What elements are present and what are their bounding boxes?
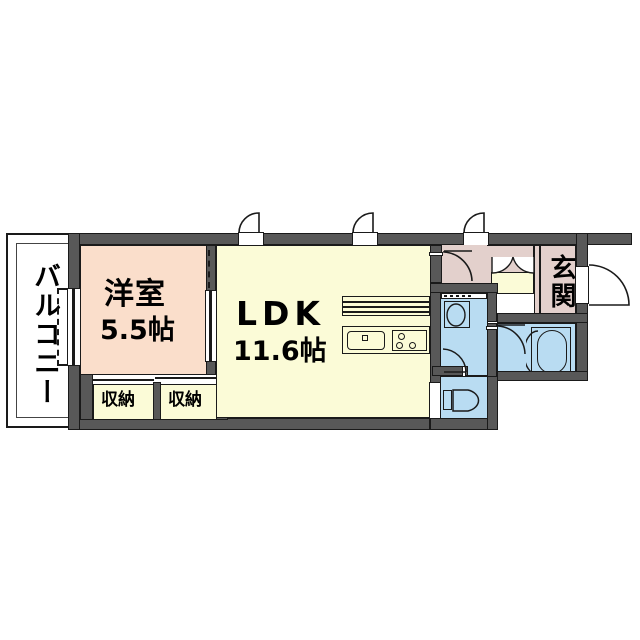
room-closet-left bbox=[93, 382, 156, 420]
wall-washroom-toilet bbox=[432, 366, 468, 376]
ldk-window-2[interactable] bbox=[352, 232, 378, 246]
bedroom-ldk-sliding-leaf bbox=[209, 290, 212, 362]
toilet-tank bbox=[443, 390, 452, 410]
room-bedroom bbox=[80, 245, 210, 380]
washroom-door-swing-icon bbox=[442, 348, 467, 373]
entry-door-swing-icon bbox=[588, 264, 630, 306]
wall-entrance-bath bbox=[487, 292, 497, 322]
bathroom-door[interactable] bbox=[486, 326, 498, 330]
wall-corridor-bath-top bbox=[430, 283, 498, 293]
vanity-counter-dashes bbox=[444, 295, 474, 297]
entrance-left-divider bbox=[539, 245, 541, 323]
wall-washroom-bath bbox=[487, 323, 497, 381]
corridor-window[interactable] bbox=[463, 232, 489, 246]
wall-right-wet-area bbox=[487, 376, 498, 430]
corridor-window-swing-icon bbox=[463, 212, 485, 234]
bedroom-size-label: 5.5帖 bbox=[100, 315, 175, 346]
kitchen-faucet-icon bbox=[362, 335, 368, 341]
shoe-cabinet-door-arcs-icon bbox=[491, 256, 535, 274]
entry-door[interactable] bbox=[575, 266, 589, 304]
wall-closet-divider bbox=[153, 382, 161, 420]
closet-door-divider-2 bbox=[155, 377, 223, 379]
kitchen-counter-line-2 bbox=[342, 306, 430, 308]
stove-burner-3 bbox=[409, 342, 416, 349]
ldk-size-label: 11.6帖 bbox=[233, 336, 327, 367]
wall-right bbox=[576, 233, 588, 381]
balcony-sliding-leaf bbox=[72, 288, 75, 366]
stove-burner-2 bbox=[396, 342, 403, 349]
bedroom-label: 洋室 bbox=[104, 277, 166, 312]
ldk-corridor-door-swing-icon bbox=[443, 250, 473, 282]
kitchen-counter-line-1 bbox=[342, 301, 430, 303]
vanity-basin-bowl-icon bbox=[446, 303, 466, 327]
ldk-label: LDK bbox=[236, 294, 325, 333]
balcony-label: バルコニー bbox=[29, 262, 60, 407]
balcony-door-swing-dashes bbox=[57, 288, 67, 366]
closet-left-label: 収納 bbox=[101, 390, 135, 410]
toilet-bowl-icon bbox=[452, 389, 480, 412]
wall-top bbox=[68, 233, 632, 245]
bedroom-door-rail-dashes bbox=[208, 250, 210, 288]
wall-ldk-corridor bbox=[430, 245, 442, 283]
stove-burner-1 bbox=[398, 333, 405, 340]
bathtub-inner-bowl bbox=[537, 330, 567, 374]
ldk-window-1[interactable] bbox=[238, 232, 264, 246]
balcony-inner-rail bbox=[16, 243, 76, 418]
ldk-window-2-swing-icon bbox=[352, 212, 374, 234]
closet-door-divider-1 bbox=[86, 379, 154, 381]
closet-right-label: 収納 bbox=[168, 390, 202, 410]
wall-entrance-bottom bbox=[497, 313, 588, 323]
ldk-corridor-door[interactable] bbox=[429, 252, 443, 256]
entrance-label: 玄関 bbox=[546, 254, 576, 310]
bathroom-door-swing-icon bbox=[497, 324, 526, 355]
bathtub-drain-curve-icon bbox=[526, 330, 539, 376]
ldk-window-1-swing-icon bbox=[238, 212, 260, 234]
wall-closet-left bbox=[80, 374, 93, 420]
wall-bath-bottom bbox=[497, 371, 588, 381]
kitchen-counter-line-3 bbox=[342, 311, 430, 313]
